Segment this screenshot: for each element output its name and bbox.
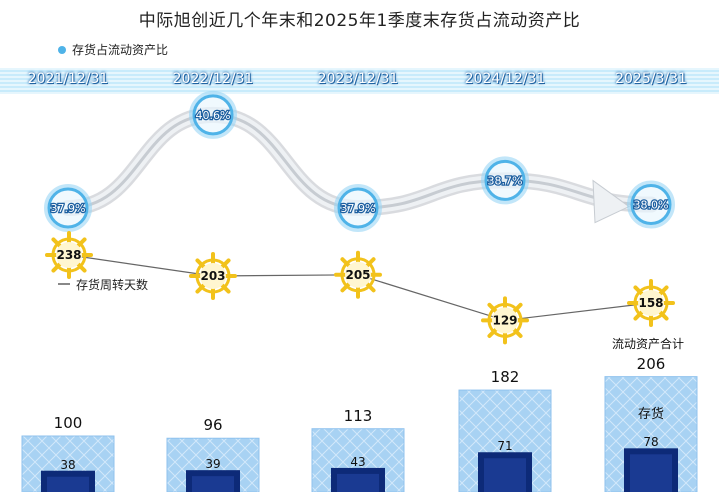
legend-turnover-marker-icon — [58, 283, 70, 286]
inventory-bar-inner — [484, 458, 526, 492]
inventory-value: 71 — [497, 439, 513, 454]
inventory-value: 39 — [205, 457, 221, 472]
ratio-marker — [337, 187, 379, 229]
inventory-value: 43 — [350, 454, 366, 469]
ratio-arrow-icon — [592, 179, 630, 224]
ratio-marker — [192, 94, 234, 136]
year-band — [0, 68, 719, 94]
ship-wheel-icon — [627, 279, 675, 327]
turnover-value: 129 — [492, 313, 517, 327]
wheel-hub — [56, 242, 82, 268]
total-assets-value: 182 — [490, 368, 520, 387]
wheel-rim — [340, 257, 376, 293]
legend-ratio-marker-icon — [58, 45, 66, 54]
legend-turnover: 存货周转天数 — [58, 276, 148, 293]
ship-wheel-icon — [481, 296, 529, 345]
turnover-value: 203 — [200, 269, 225, 283]
year-label: 2022/12/31 — [172, 71, 254, 87]
legend-ratio-label: 存货占流动资产比 — [72, 43, 169, 57]
chart-title: 中际旭创近几个年末和2025年1季度末存货占流动资产比 — [138, 11, 581, 31]
ratio-value: 38.0% — [634, 199, 669, 212]
ratio-value: 38.7% — [488, 174, 523, 187]
ship-wheel-icon — [334, 250, 382, 299]
total-assets-value: 113 — [343, 406, 373, 425]
wheel-rim — [195, 258, 231, 294]
wheel-rim — [51, 237, 87, 273]
year-label: 2021/12/31 — [27, 71, 109, 87]
ratio-marker-glow — [481, 156, 529, 205]
ratio-marker-glow — [334, 184, 382, 232]
wheel-rim — [487, 302, 523, 338]
legend-turnover-label: 存货周转天数 — [76, 278, 149, 292]
year-label: 2025/3/31 — [615, 71, 687, 87]
ratio-marker-glow — [627, 180, 675, 229]
inventory-bar-inner — [47, 476, 89, 492]
legend-ratio: 存货占流动资产比 — [58, 41, 168, 58]
ratio-marker — [630, 184, 672, 226]
inventory-value: 78 — [643, 435, 659, 450]
year-label: 2023/12/31 — [317, 71, 399, 87]
inventory-bar-inner — [192, 476, 234, 492]
ratio-value: 37.9% — [51, 202, 86, 215]
ratio-marker — [47, 187, 89, 229]
wheel-hub — [638, 290, 664, 316]
total-assets-label: 流动资产合计 — [612, 337, 685, 351]
wheel-hub — [492, 307, 518, 334]
total-assets-value: 206 — [636, 354, 666, 373]
ratio-marker-glow — [44, 184, 92, 232]
inventory-label: 存货 — [637, 407, 664, 422]
wheel-hub — [200, 263, 226, 289]
inventory-value: 38 — [60, 457, 76, 472]
year-label: 2024/12/31 — [464, 71, 546, 87]
wheel-rim — [633, 285, 669, 321]
inventory-bar-inner — [630, 454, 672, 492]
ship-wheel-icon — [189, 252, 237, 300]
wheel-hub — [345, 261, 371, 288]
ratio-marker — [484, 159, 526, 201]
ratio-marker-glow — [189, 90, 237, 139]
inventory-bar-inner — [337, 473, 379, 492]
turnover-value: 205 — [345, 268, 370, 282]
total-assets-value: 100 — [53, 414, 83, 432]
ship-wheel-icon — [45, 231, 93, 279]
turnover-value: 158 — [638, 296, 663, 310]
total-assets-value: 96 — [203, 416, 223, 435]
ratio-value: 37.9% — [341, 202, 376, 215]
ratio-value: 40.6% — [196, 109, 231, 122]
turnover-value: 238 — [56, 248, 81, 262]
